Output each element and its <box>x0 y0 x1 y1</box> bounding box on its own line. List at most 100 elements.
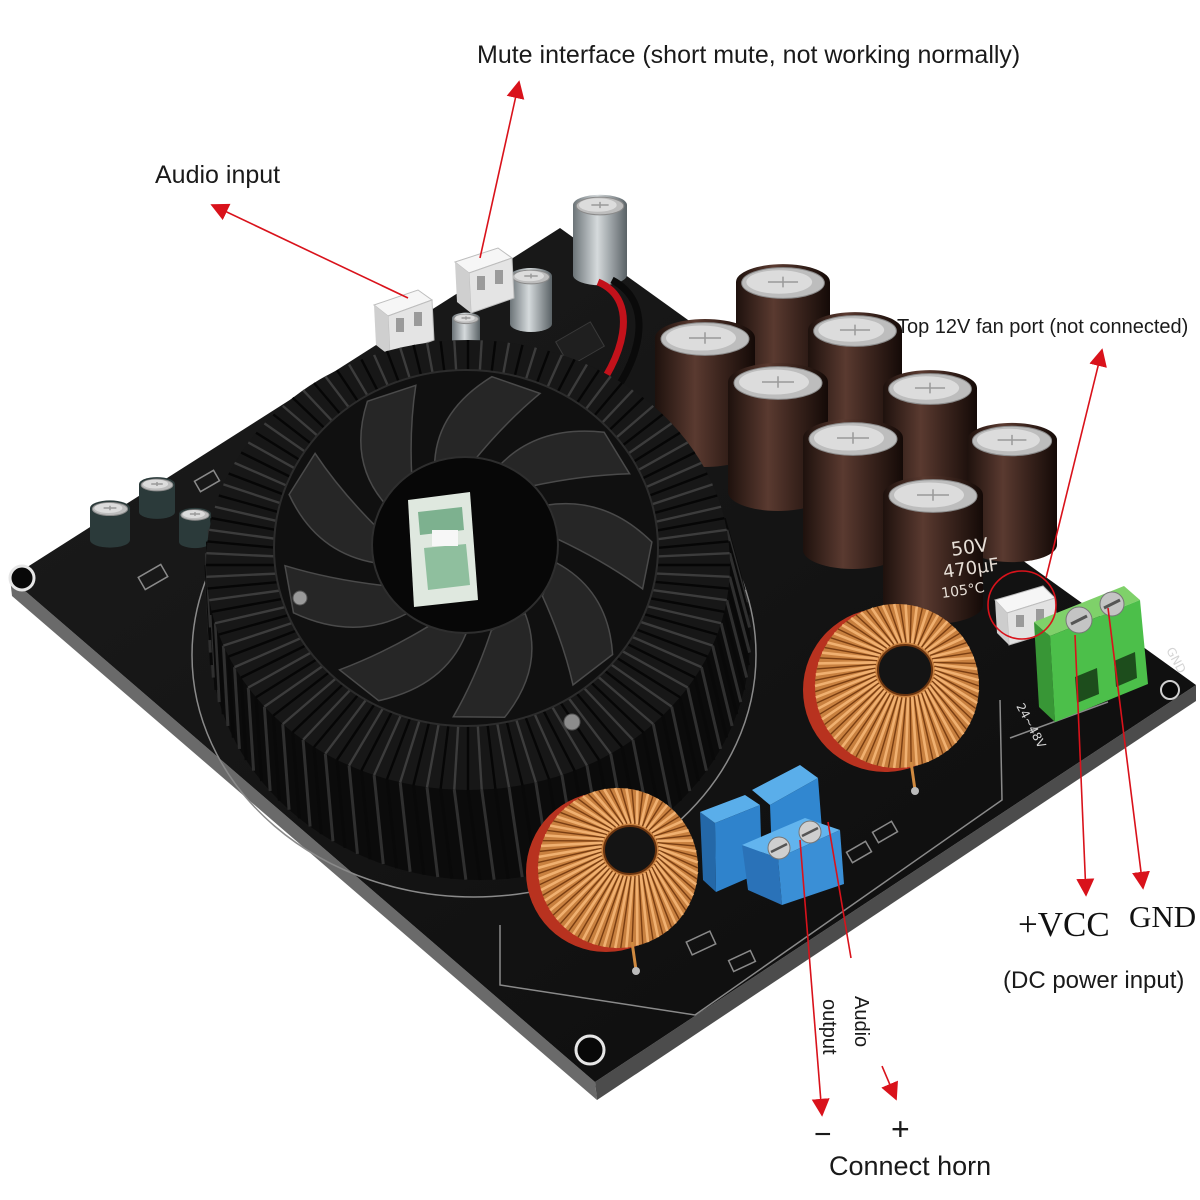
copper-wire-turn <box>817 676 878 710</box>
electrolytic-capacitor-body <box>736 264 830 395</box>
mute-connector <box>453 247 515 314</box>
copper-wire-turn <box>920 692 944 755</box>
copper-wire-turn <box>927 687 961 740</box>
copper-wire-turn <box>850 692 890 755</box>
copper-wire-turn <box>830 685 882 735</box>
copper-wire-turn <box>563 807 612 832</box>
small-capacitor-body <box>510 268 552 332</box>
fan-port-label: Top 12V fan port (not connected) <box>897 316 1189 338</box>
heatsink-side-fin <box>233 667 241 750</box>
fan-sticker-print <box>418 507 464 535</box>
heatsink-side-fin <box>507 787 524 878</box>
small-capacitor-vent <box>524 273 538 279</box>
front-capacitor-markings: 50V 470μF 105°C <box>940 534 1000 602</box>
copper-wire-turn <box>909 605 912 643</box>
copper-wire-turn <box>631 789 636 825</box>
copper-wire-turn <box>845 691 888 752</box>
copper-wire-turn <box>568 870 613 932</box>
connector-pin <box>495 270 503 284</box>
copper-wire-turn <box>933 661 976 665</box>
copper-wire-turn <box>933 677 977 710</box>
heatsink-side-fin <box>291 732 301 819</box>
copper-wire-turn <box>657 853 698 880</box>
coil-lead <box>909 761 917 791</box>
copper-wire-turn <box>876 606 899 644</box>
speaker-terminals-blue <box>700 765 844 905</box>
coil-area-outline <box>499 699 1003 1016</box>
copper-wire-turn <box>930 682 971 726</box>
screw <box>292 590 308 606</box>
copper-wire-turn <box>655 858 695 897</box>
copper-wire-turn <box>658 849 699 869</box>
copper-wire-turn <box>638 875 644 945</box>
copper-wire-turn <box>892 697 906 769</box>
board-edge-left <box>10 578 597 1100</box>
copper-wire-turn <box>538 847 602 864</box>
copper-wire-turn <box>651 866 680 920</box>
copper-wire-turn <box>921 617 944 648</box>
arrow-gnd <box>1107 607 1150 890</box>
heatsink-side-fin <box>715 634 739 715</box>
connector-pin <box>477 276 485 290</box>
copper-wire-turn <box>547 829 605 839</box>
copper-wire-turn <box>643 872 660 938</box>
screw-slot <box>1070 614 1088 626</box>
mounting-hole <box>1160 680 1180 700</box>
copper-wire-turn <box>846 620 888 649</box>
heatsink-side-fin <box>466 789 482 881</box>
smd-outline <box>727 949 757 973</box>
heatsink-side-fin <box>727 588 750 666</box>
copper-wire-turn <box>587 874 620 943</box>
heatsink-side-fin <box>719 622 743 703</box>
copper-wire-turn <box>549 824 606 838</box>
copper-wire-turn <box>934 665 979 676</box>
copper-wire-turn <box>841 689 887 748</box>
copper-wire-turn <box>918 614 940 647</box>
copper-wire-turn <box>641 795 654 827</box>
copper-wire-turn <box>540 856 604 892</box>
connector-pin <box>414 312 422 326</box>
capacitor-temperature: 105°C <box>940 580 986 602</box>
copper-wire-turn <box>933 674 978 705</box>
copper-wire-turn <box>855 614 891 647</box>
smd-outline <box>871 820 899 844</box>
copper-wire-turn <box>887 604 903 643</box>
copper-wire-turn <box>850 616 890 649</box>
copper-wire-turn <box>865 609 895 645</box>
copper-wire-turn <box>560 811 610 833</box>
electrolytic-capacitor <box>967 422 1057 563</box>
copper-wire-turn <box>824 646 879 658</box>
electrolytic-capacitor <box>736 264 830 395</box>
heatsink-side-fin <box>213 623 221 703</box>
audio-input-label: Audio input <box>155 161 281 189</box>
gnd-label: GND <box>1129 899 1197 934</box>
copper-wire-turn <box>816 675 877 704</box>
cooling-fan <box>273 369 659 731</box>
connector-pin <box>1036 609 1044 621</box>
copper-wire-turn <box>602 875 627 948</box>
copper-wire-turn <box>654 824 687 837</box>
toroid-coil-rear <box>803 603 980 795</box>
wire-slot <box>1075 668 1099 703</box>
connector-front <box>387 299 435 357</box>
copper-wire-turn <box>824 682 880 726</box>
copper-wire-turn <box>625 788 635 824</box>
copper-wire-turn <box>646 804 669 831</box>
copper-wire-turn <box>913 696 924 765</box>
toroid-coil-front <box>526 787 699 975</box>
copper-wire-turn <box>556 815 609 835</box>
copper-wire-turn <box>841 623 886 651</box>
fan-port-highlight-circle <box>987 570 1057 640</box>
copper-wire-turn <box>620 876 632 949</box>
copper-wire-turn <box>934 666 980 682</box>
audio-output-label-line2: output <box>818 999 840 1055</box>
copper-wire-turn <box>837 688 885 744</box>
heatsink-side-fin <box>347 765 359 854</box>
copper-wire-turn <box>904 604 910 643</box>
copper-wire-turn <box>859 694 894 761</box>
heatsink-side-fin <box>661 715 683 801</box>
copper-wire-turn <box>645 801 664 829</box>
copper-wire-turn <box>881 604 902 644</box>
copper-wire-turn <box>620 787 632 824</box>
